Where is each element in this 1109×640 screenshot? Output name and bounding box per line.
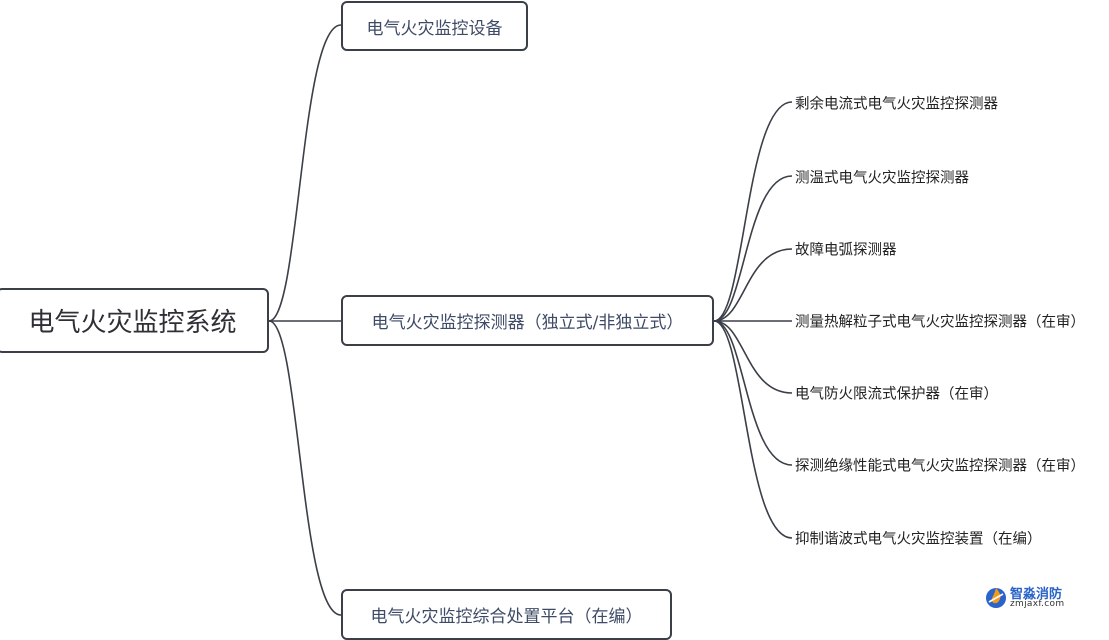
flame-logo-icon (986, 588, 1006, 608)
link-leaf-3 (713, 248, 793, 322)
branch-node-label: 电气火灾监控综合处置平台（在编） (370, 607, 643, 627)
link-leaf-5 (713, 320, 793, 394)
link-root-branch3 (268, 320, 342, 616)
branch-node-label: 电气火灾监控设备 (366, 18, 503, 39)
branch-node-platform[interactable]: 电气火灾监控综合处置平台（在编） (341, 589, 672, 640)
watermark-name: 智淼消防 (1010, 587, 1063, 602)
branch-node-detector[interactable]: 电气火灾监控探测器（独立式/非独立式） (341, 295, 714, 346)
link-leaf-2 (713, 175, 793, 322)
root-node-label: 电气火灾监控系统 (28, 308, 237, 338)
branch-node-label: 电气火灾监控探测器（独立式/非独立式） (371, 313, 684, 333)
leaf-node-harmonic-suppression[interactable]: 抑制谐波式电气火灾监控装置（在编） (795, 531, 1042, 548)
leaf-node-current-limiting-protector[interactable]: 电气防火限流式保护器（在审） (795, 386, 998, 403)
link-leaf-7 (713, 320, 793, 539)
leaf-node-pyrolysis-particle[interactable]: 测量热解粒子式电气火灾监控探测器（在审） (795, 314, 1085, 331)
link-leaf-6 (713, 320, 793, 466)
branch-node-monitoring-equipment[interactable]: 电气火灾监控设备 (341, 1, 528, 51)
watermark-url: zmjaxf.com (1010, 599, 1065, 609)
watermark: 智淼消防 zmjaxf.com (984, 583, 1074, 613)
root-node[interactable]: 电气火灾监控系统 (0, 288, 269, 353)
leaf-node-temperature[interactable]: 测温式电气火灾监控探测器 (795, 170, 969, 187)
leaf-node-residual-current[interactable]: 剩余电流式电气火灾监控探测器 (795, 96, 998, 113)
link-root-branch1 (268, 24, 342, 322)
leaf-node-insulation-performance[interactable]: 探测绝缘性能式电气火灾监控探测器（在审） (795, 458, 1085, 475)
leaf-node-arc-fault[interactable]: 故障电弧探测器 (795, 242, 897, 259)
link-leaf-1 (713, 101, 793, 322)
